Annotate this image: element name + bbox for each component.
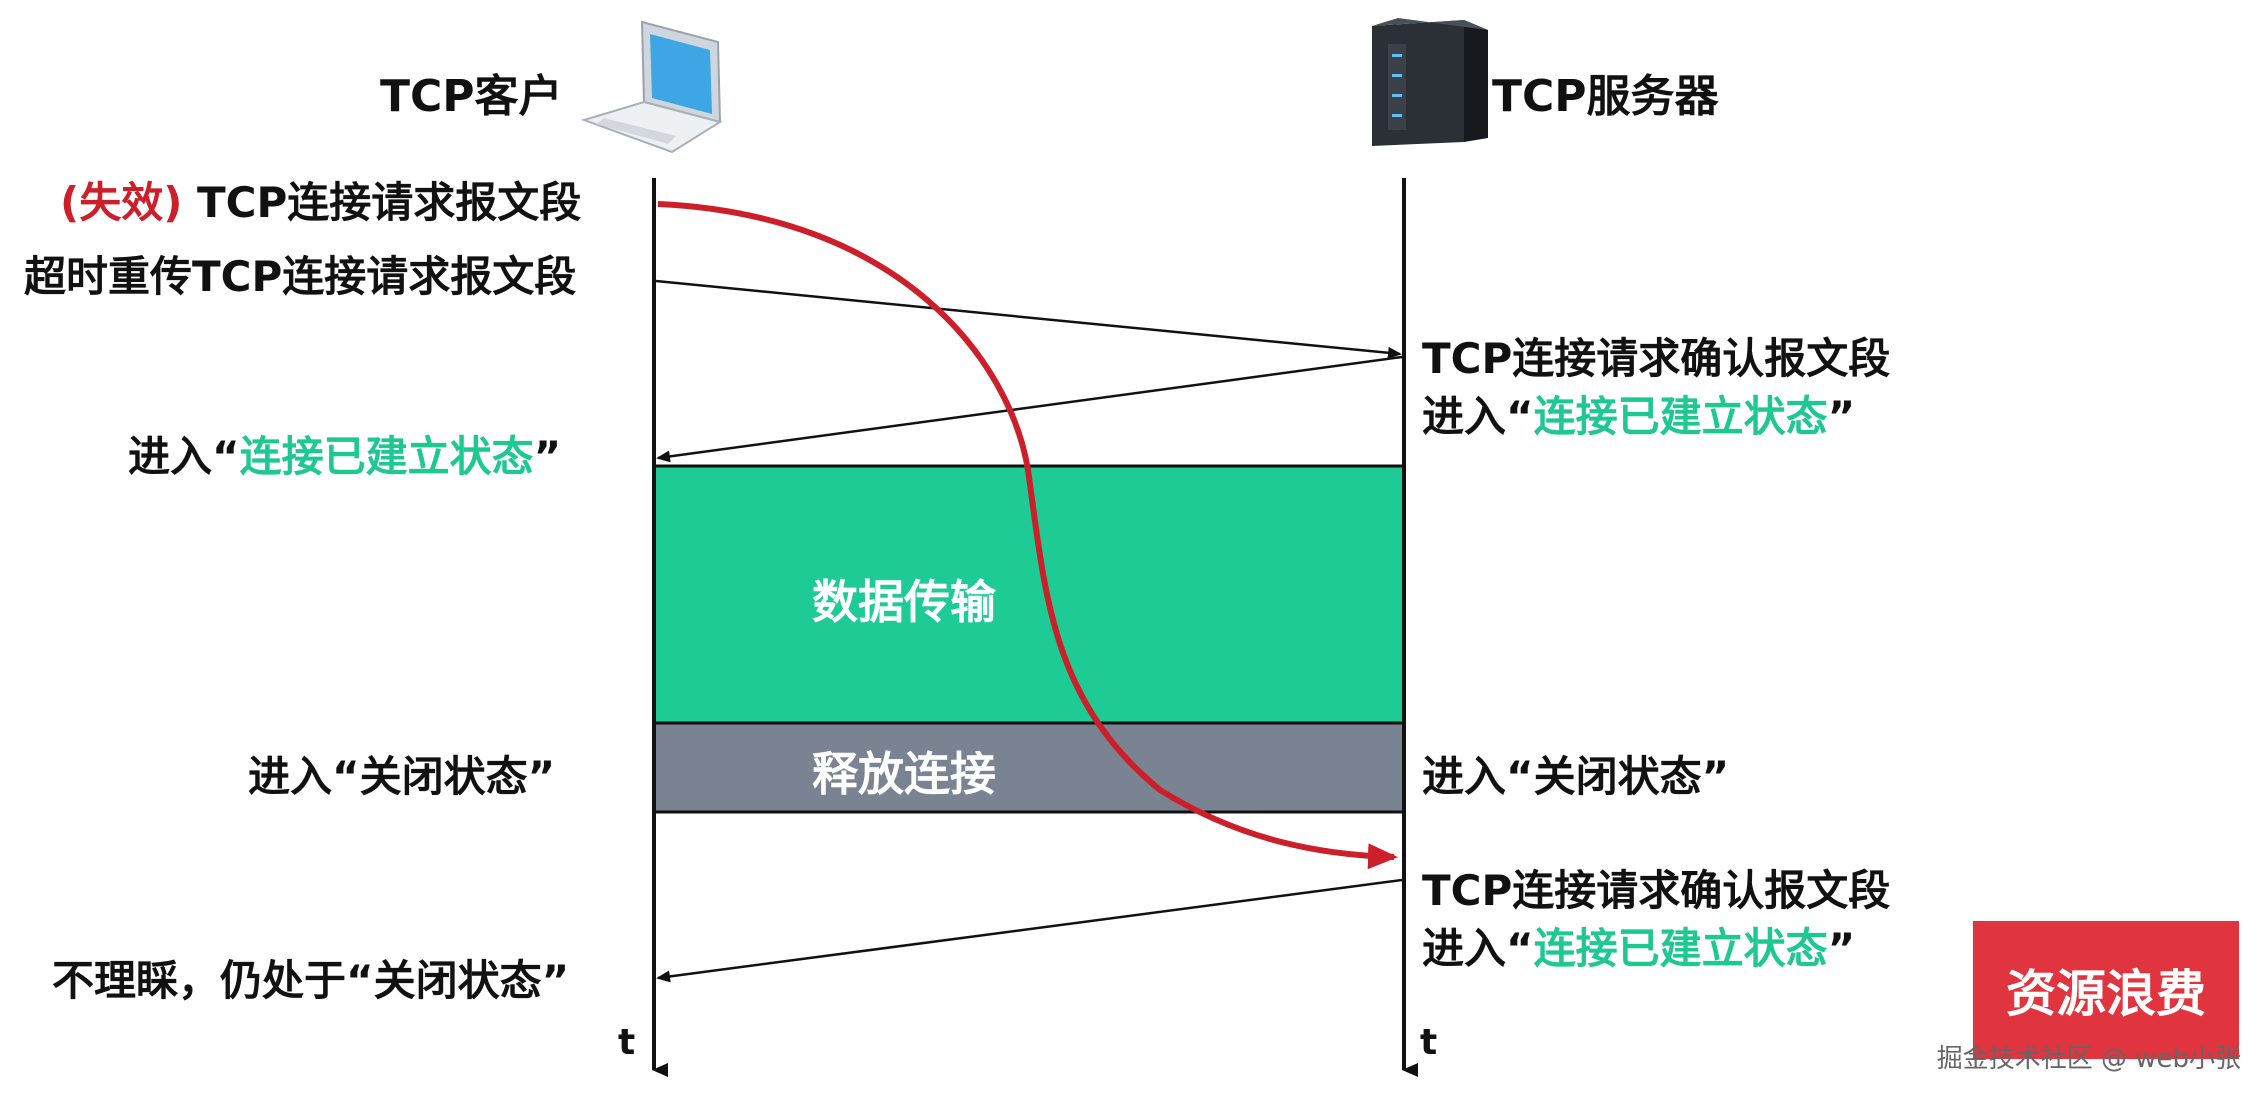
invalid-tag: (失效) xyxy=(60,178,183,227)
invalid-request-text: TCP连接请求报文段 xyxy=(182,178,582,227)
server-established2-prefix: 进入“ xyxy=(1422,924,1534,973)
client-closed-label: 进入“关闭状态” xyxy=(248,752,556,801)
client-time-label: t xyxy=(618,1022,636,1063)
server-established2-state: 连接已建立状态 xyxy=(1533,924,1828,973)
client-established-label: 进入“连接已建立状态” xyxy=(128,432,562,481)
retransmit-request-arrow xyxy=(655,279,1402,359)
server-time-label: t xyxy=(1420,1022,1438,1063)
server-established1-prefix: 进入“ xyxy=(1422,392,1534,441)
retransmit-label: 超时重传TCP连接请求报文段 xyxy=(24,252,577,301)
release-connection-text: 释放连接 xyxy=(812,747,996,801)
client-established-state: 连接已建立状态 xyxy=(239,432,534,481)
server-tower-icon xyxy=(1372,18,1488,146)
server-closed-label: 进入“关闭状态” xyxy=(1422,752,1730,801)
server-established2-label: 进入“连接已建立状态” xyxy=(1422,924,1856,973)
invalid-request-arrow xyxy=(657,201,1398,870)
client-established-prefix: 进入“ xyxy=(128,432,240,481)
server-label: TCP服务器 xyxy=(1492,71,1719,122)
ack2-arrow xyxy=(656,878,1403,983)
server-ack2-label: TCP连接请求确认报文段 xyxy=(1422,866,1891,915)
laptop-icon xyxy=(580,20,723,154)
server-established1-suffix: ” xyxy=(1827,392,1856,441)
data-transfer-box xyxy=(652,464,1406,725)
client-established-suffix: ” xyxy=(533,432,562,481)
server-established1-label: 进入“连接已建立状态” xyxy=(1422,392,1856,441)
client-ignore-label: 不理睬，仍处于“关闭状态” xyxy=(52,956,570,1005)
data-transfer-text: 数据传输 xyxy=(812,575,996,629)
resource-waste-badge: 资源浪费 xyxy=(1973,921,2239,1059)
ack1-arrow xyxy=(656,355,1403,463)
client-label: TCP客户 xyxy=(380,71,563,122)
server-ack1-label: TCP连接请求确认报文段 xyxy=(1422,334,1891,383)
server-established1-state: 连接已建立状态 xyxy=(1533,392,1828,441)
server-established2-suffix: ” xyxy=(1827,924,1856,973)
invalid-request-label: (失效) TCP连接请求报文段 xyxy=(60,178,582,227)
release-connection-box xyxy=(652,721,1406,814)
watermark: 掘金技术社区 @ web小张 xyxy=(1936,1044,2241,1074)
